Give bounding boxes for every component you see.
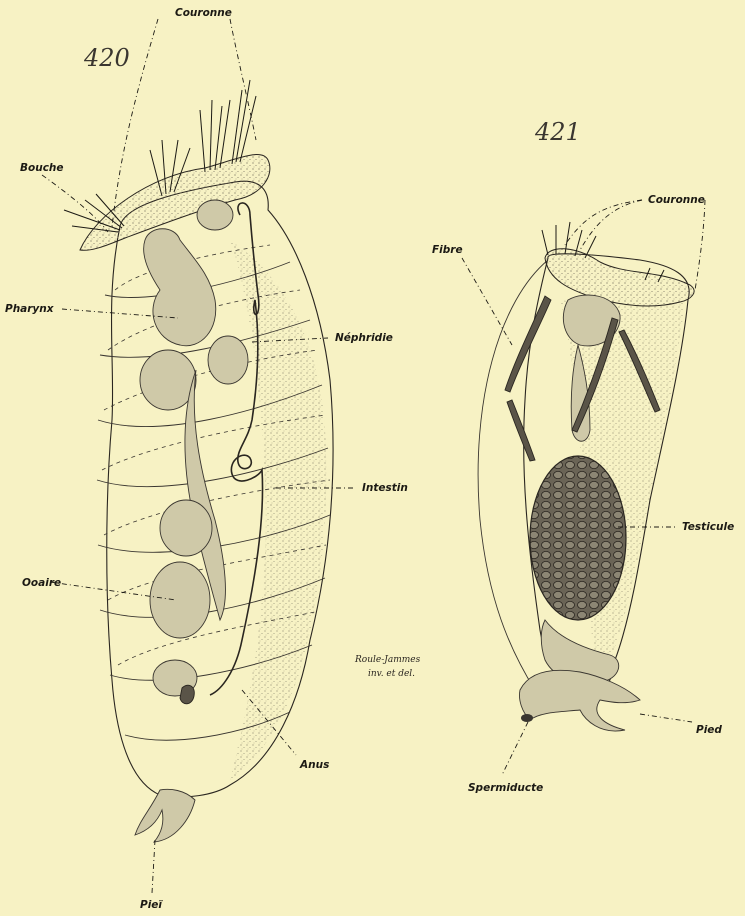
fig421-testis xyxy=(530,456,626,620)
figure-421: 421 xyxy=(432,118,734,794)
label-spermiducte: Spermiducte xyxy=(468,782,543,794)
fig420-ovary-upper xyxy=(160,500,212,556)
signature-name: Roule-Jammes xyxy=(354,655,421,665)
fig420-ganglion xyxy=(197,200,233,230)
label-bouche: Bouche xyxy=(20,162,64,174)
label-pied-421: Pied xyxy=(696,724,722,736)
label-couronne-421: Couronne xyxy=(648,194,705,206)
artist-signature: Roule-Jammes inv. et del. xyxy=(354,655,421,679)
label-couronne-420: Couronne xyxy=(175,7,232,19)
label-nephridie: Néphridie xyxy=(335,332,393,344)
fig421-corona xyxy=(542,222,694,306)
fig420-annotations: Couronne Bouche Pharynx Néphridie Intest… xyxy=(5,7,408,911)
fig420-foot xyxy=(135,789,195,842)
label-ovaire: Ooaire xyxy=(22,577,61,589)
fig420-body xyxy=(97,181,333,797)
label-intestin: Intestin xyxy=(362,482,408,494)
figure-421-number: 421 xyxy=(534,118,581,146)
label-testicule: Testicule xyxy=(682,521,734,533)
fig420-pharynx xyxy=(144,229,216,346)
label-anus: Anus xyxy=(299,759,329,771)
fig420-ovary xyxy=(150,562,210,638)
signature-credit: inv. et del. xyxy=(368,669,415,679)
fig421-foot xyxy=(519,670,640,731)
fig420-corona xyxy=(64,80,270,250)
figure-420-number: 420 xyxy=(83,44,130,72)
label-pied-420: Pieï xyxy=(140,899,163,911)
label-pharynx: Pharynx xyxy=(5,303,55,315)
figure-420: 420 xyxy=(5,7,408,911)
label-fibre: Fibre xyxy=(432,244,463,256)
